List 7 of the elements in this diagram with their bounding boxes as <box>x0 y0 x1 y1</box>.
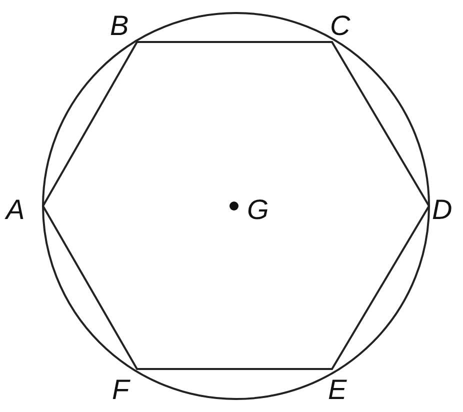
point-label: G <box>247 196 269 224</box>
point-label: C <box>330 12 350 40</box>
point-label: F <box>112 376 130 404</box>
point-label: B <box>110 12 129 40</box>
point-label: E <box>328 376 347 404</box>
point-label: A <box>6 196 25 224</box>
point-label: D <box>432 196 452 224</box>
